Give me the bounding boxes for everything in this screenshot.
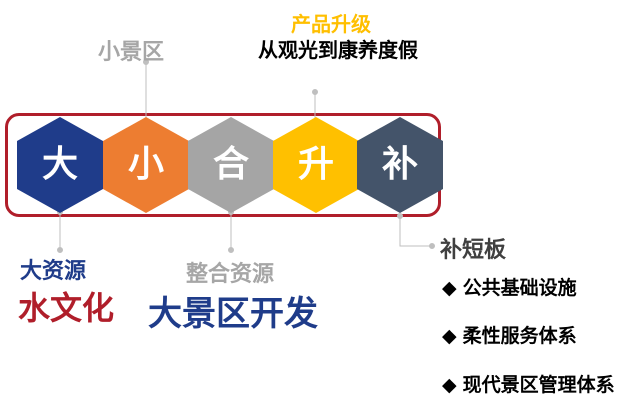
hexagon-shape-sheng (273, 117, 359, 213)
hexagon-he: 合 (188, 117, 274, 213)
hexagon-char-da: 大 (41, 144, 78, 185)
label-shui-wenhua: 水文化 (18, 289, 115, 327)
connector-dot-he-bottom (228, 247, 234, 253)
bullet-text: 公共基础设施 (462, 277, 577, 299)
label-chanpin-shengji: 产品升级 (291, 12, 371, 36)
hexagon-shape-he (188, 117, 274, 213)
hexagon-shape-da (17, 117, 103, 213)
hexagon-char-bu: 补 (381, 144, 418, 185)
hexagon-da: 大 (17, 117, 103, 213)
hexagon-char-xiao: 小 (127, 144, 164, 185)
hexagon-bu: 补 (357, 117, 443, 213)
diamond-bullet-icon: ◆ (442, 374, 457, 396)
hexagon-sheng: 升 (273, 117, 359, 213)
diamond-bullet-icon: ◆ (442, 325, 457, 347)
hexagon-shape-bu (357, 117, 443, 213)
hexagon-char-he: 合 (212, 144, 249, 185)
hexagon-char-sheng: 升 (297, 144, 334, 185)
label-xiao-jingqu: 小景区 (98, 40, 165, 65)
bullet-item: ◆柔性服务体系 (442, 321, 577, 348)
connector-bu (399, 216, 432, 247)
connector-dot-da-bottom (57, 247, 63, 253)
label-da-ziyuan: 大资源 (20, 259, 87, 284)
label-da-jingqu-kaifa: 大景区开发 (148, 294, 318, 334)
label-bu-duanban: 补短板 (440, 238, 507, 263)
connector-dot-chanpin-top (312, 89, 318, 95)
label-zhenghe-ziyuan: 整合资源 (186, 262, 275, 287)
bullet-text: 柔性服务体系 (462, 325, 577, 347)
bullet-item: ◆公共基础设施 (442, 273, 577, 300)
diamond-bullet-icon: ◆ (442, 277, 457, 299)
bullet-text: 现代景区管理体系 (462, 374, 615, 396)
hexagon-xiao: 小 (103, 117, 189, 213)
label-guanguang-dukai: 从观光到康养度假 (258, 38, 418, 62)
bullet-item: ◆现代景区管理体系 (442, 370, 615, 397)
connector-dot-bu-end (429, 243, 435, 249)
hexagon-shape-xiao (103, 117, 189, 213)
